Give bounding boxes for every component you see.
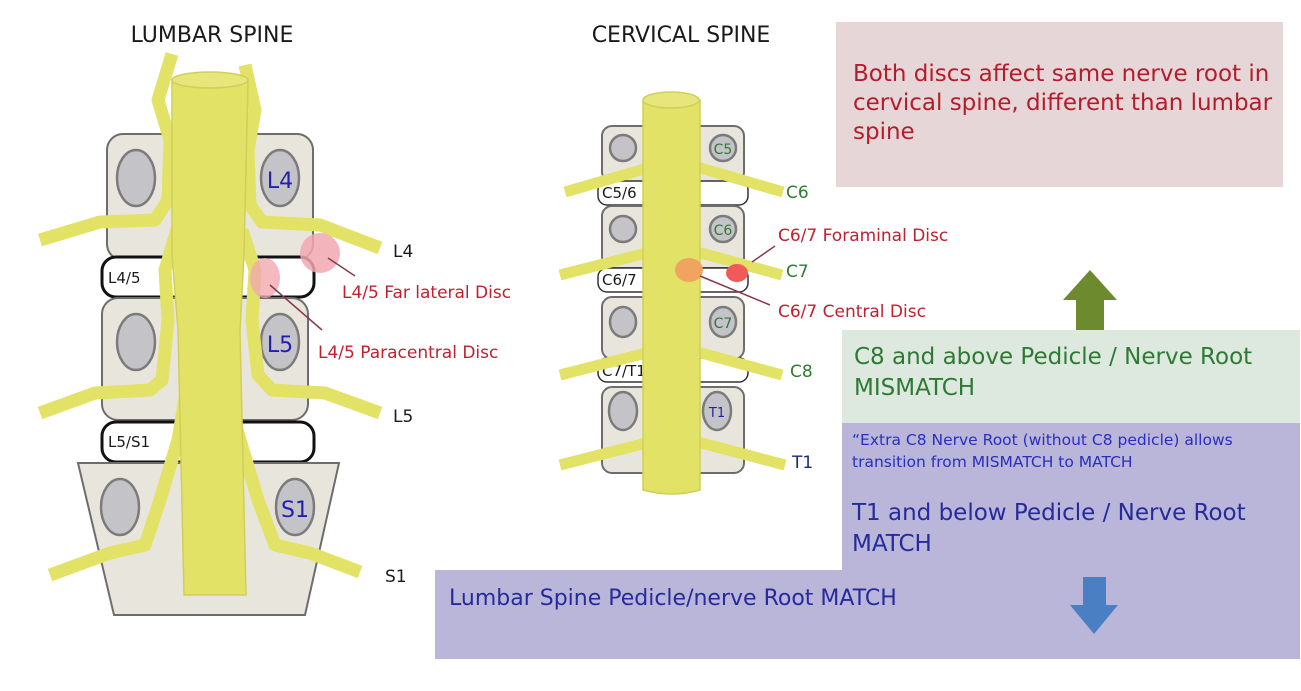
paracentral-disc <box>250 258 280 298</box>
nerve-label-t1: T1 <box>791 453 813 473</box>
pedicle-l4-left <box>115 148 157 208</box>
lumbar-sac-top <box>171 71 249 89</box>
vertebra-label-l4: L4 <box>267 169 293 194</box>
vertebra-label-s1: S1 <box>281 498 309 523</box>
disc-label-l4-5: L4/5 <box>108 269 141 287</box>
far-lateral-disc-label: L4/5 Far lateral Disc <box>342 283 511 303</box>
nerve-label-c6: C6 <box>786 183 809 203</box>
pedicle-s1-left <box>99 477 141 537</box>
lumbar-match-box: Lumbar Spine Pedicle/nerve Root MATCH <box>435 570 1300 659</box>
nerve-l4-right <box>238 63 383 255</box>
nerve-c7-right <box>688 244 784 281</box>
nerve-t1-left <box>558 434 660 471</box>
lumbar-match-text: Lumbar Spine Pedicle/nerve Root MATCH <box>449 586 897 611</box>
far-lateral-disc <box>300 233 340 273</box>
cervical-cord-top <box>642 91 700 109</box>
pedicle-l5-left <box>115 312 157 372</box>
paracentral-disc-label: L4/5 Paracentral Disc <box>318 343 498 363</box>
foraminal-leader <box>751 245 776 263</box>
vertebra-label-c5: C5 <box>714 142 733 158</box>
nerve-c8-right <box>688 344 784 381</box>
vertebra-label-c7: C7 <box>714 316 733 332</box>
vertebra-label-l5: L5 <box>267 333 293 358</box>
note-box: Both discs affect same nerve root in cer… <box>836 22 1283 187</box>
match-box: “Extra C8 Nerve Root (without C8 pedicle… <box>842 423 1300 573</box>
mismatch-box: C8 and above Pedicle / Nerve Root MISMAT… <box>842 330 1300 423</box>
mismatch-text: C8 and above Pedicle / Nerve Root MISMAT… <box>854 344 1253 402</box>
note-text: Both discs affect same nerve root in cer… <box>853 61 1273 145</box>
nerve-label-c8: C8 <box>790 362 813 382</box>
far-lateral-leader <box>327 257 356 277</box>
pedicle-s1-right <box>274 477 316 537</box>
nerve-label-l4: L4 <box>393 242 413 262</box>
nerve-s1-left <box>47 396 192 582</box>
lumbar-thecal-sac <box>171 74 249 596</box>
foraminal-disc-label: C6/7 Foraminal Disc <box>778 226 948 246</box>
match-text: T1 and below Pedicle / Nerve Root MATCH <box>852 500 1246 558</box>
arrow-down-icon <box>1070 577 1118 634</box>
disc-label-c6-7: C6/7 <box>602 271 637 289</box>
nerve-label-s1: S1 <box>385 567 407 587</box>
central-leader <box>699 275 771 306</box>
vertebra-label-c6: C6 <box>714 223 733 239</box>
nerve-label-l5: L5 <box>393 407 413 427</box>
nerve-t1-right <box>688 434 787 471</box>
foraminal-disc <box>726 264 748 282</box>
vertebra-label-t1: T1 <box>708 406 725 421</box>
cervical-title: CERVICAL SPINE <box>592 23 771 48</box>
pedicle-l4-right <box>259 148 301 208</box>
nerve-l4-left <box>38 52 179 247</box>
central-disc-label: C6/7 Central Disc <box>778 302 926 322</box>
central-disc <box>675 258 703 282</box>
nerve-c7-left <box>558 244 660 281</box>
nerve-l5-left <box>37 224 185 420</box>
nerve-c6-right <box>688 159 785 198</box>
vertebra-t1: T1 <box>601 386 745 474</box>
nerve-c8-left <box>558 344 660 381</box>
pedicle-l5-right <box>259 312 301 372</box>
paracentral-leader <box>269 284 323 331</box>
arrow-up-icon <box>1063 270 1117 330</box>
disc-label-l5-s1: L5/S1 <box>108 433 150 451</box>
transition-note-text: “Extra C8 Nerve Root (without C8 pedicle… <box>852 431 1233 471</box>
nerve-label-c7: C7 <box>786 262 809 282</box>
cervical-spinal-cord <box>642 99 701 495</box>
lumbar-title: LUMBAR SPINE <box>131 23 294 48</box>
disc-label-c5-6: C5/6 <box>602 184 637 202</box>
